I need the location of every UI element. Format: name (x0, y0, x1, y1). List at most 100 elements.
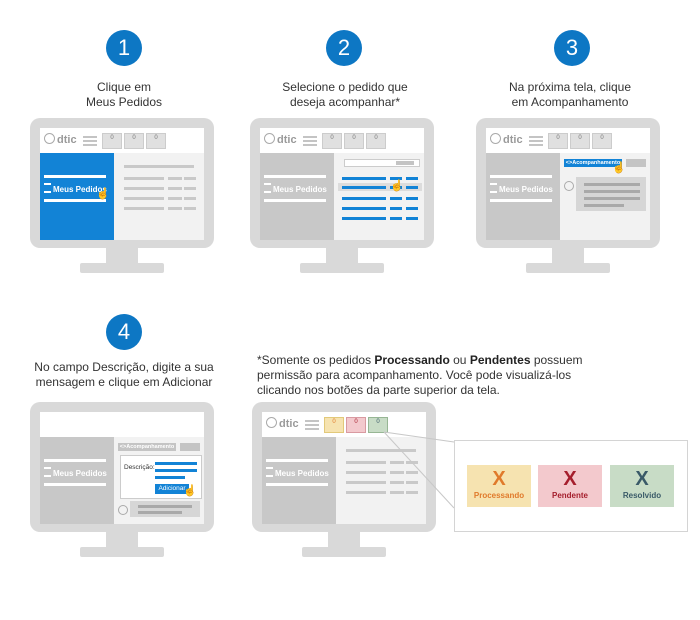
list-row[interactable] (342, 217, 386, 220)
status-label: Pendente (551, 491, 588, 500)
logo-text: dtic (503, 134, 523, 146)
list-row[interactable] (406, 177, 418, 180)
descricao-label: Descrição: (124, 464, 155, 471)
list-row[interactable] (342, 186, 386, 189)
main-panel: <>Acompanhamento Descrição: Adicionar ☝ (114, 437, 204, 524)
list-row (124, 197, 164, 200)
message-line (138, 505, 192, 508)
note-text: possuem (530, 353, 583, 367)
list-row (390, 471, 404, 474)
counter-button[interactable]: 0 (146, 133, 166, 149)
list-row (346, 471, 386, 474)
status-label: Processando (473, 491, 525, 500)
menu-icon[interactable] (83, 136, 97, 148)
pendente-counter-button[interactable]: 0 (346, 417, 366, 433)
sidebar-item-meus-pedidos[interactable]: Meus Pedidos (490, 183, 553, 194)
monitor-screen: dtic 0 0 0 Meus Pedidos (262, 412, 426, 524)
toolbar-gray-button[interactable] (180, 443, 200, 451)
text-line (155, 462, 197, 465)
list-row[interactable] (390, 186, 402, 189)
dtic-logo: dtic (266, 417, 299, 430)
counter-button[interactable]: 0 (548, 133, 568, 149)
toolbar-gray-button[interactable] (626, 159, 646, 167)
sidebar-item-meus-pedidos[interactable]: Meus Pedidos (264, 183, 327, 194)
monitor-step-3: dtic 0 0 0 Meus Pedidos <>Acompanhamento… (476, 118, 660, 276)
list-row[interactable] (342, 177, 386, 180)
list-row[interactable] (390, 177, 402, 180)
list-row[interactable] (406, 186, 418, 189)
search-button[interactable] (396, 161, 414, 165)
step-2-number: 2 (326, 30, 362, 66)
step-4-caption: No campo Descrição, digite a sua mensage… (24, 360, 224, 390)
list-row (390, 481, 404, 484)
processando-counter-button[interactable]: 0 (324, 417, 344, 433)
counter-button[interactable]: 0 (322, 133, 342, 149)
menu-icon[interactable] (303, 136, 317, 148)
list-row[interactable] (406, 217, 418, 220)
list-row[interactable] (406, 207, 418, 210)
logo-text: dtic (57, 134, 77, 146)
sidebar-item-meus-pedidos[interactable]: Meus Pedidos (44, 183, 107, 194)
menu-icon[interactable] (529, 136, 543, 148)
sidebar-line (44, 459, 106, 462)
list-icon (266, 467, 273, 477)
list-row (406, 491, 418, 494)
sidebar-item-meus-pedidos[interactable]: Meus Pedidos (266, 467, 329, 478)
list-row[interactable] (342, 207, 386, 210)
list-row (346, 461, 386, 464)
list-row[interactable] (390, 207, 402, 210)
monitor-screen: dtic 0 0 0 Meus Pedidos ☝ (40, 128, 204, 240)
menu-icon[interactable] (305, 420, 319, 432)
adicionar-button[interactable]: Adicionar (155, 484, 189, 494)
monitor-neck (106, 248, 138, 264)
message-box (576, 177, 646, 211)
list-row[interactable] (390, 197, 402, 200)
status-resolvido[interactable]: X Resolvido (610, 465, 674, 507)
step-3-number: 3 (554, 30, 590, 66)
list-row[interactable] (342, 197, 386, 200)
caption-line: Meus Pedidos (85, 95, 163, 109)
sidebar-item-label: Meus Pedidos (53, 469, 107, 478)
monitor-screen: dtic 0 0 0 Meus Pedidos (260, 128, 424, 240)
caption-line: Clique em (96, 80, 152, 94)
list-row[interactable] (390, 217, 402, 220)
permission-note: *Somente os pedidos Processando ou Pende… (257, 353, 617, 398)
status-processando[interactable]: X Processando (467, 465, 531, 507)
counter-button[interactable]: 0 (102, 133, 122, 149)
sidebar-line (490, 199, 552, 202)
list-row (124, 207, 164, 210)
counter-button[interactable]: 0 (124, 133, 144, 149)
list-row (390, 491, 404, 494)
sidebar-line (266, 483, 328, 486)
list-row (184, 187, 196, 190)
sidebar-line (44, 199, 106, 202)
list-row (124, 165, 194, 168)
x-mark-icon: X (635, 468, 649, 490)
counter-button[interactable]: 0 (592, 133, 612, 149)
step-2-caption: Selecione o pedido que deseja acompanhar… (255, 80, 435, 110)
caption-line: em Acompanhamento (511, 95, 629, 109)
x-mark-icon: X (563, 468, 577, 490)
list-icon (490, 183, 497, 193)
note-line-3: clicando nos botões da parte superior da… (257, 383, 500, 397)
list-row (406, 481, 418, 484)
counter-button[interactable]: 0 (366, 133, 386, 149)
list-row[interactable] (406, 197, 418, 200)
status-pendente[interactable]: X Pendente (538, 465, 602, 507)
monitor-base (300, 263, 384, 273)
caption-line: deseja acompanhar* (289, 95, 401, 109)
acompanhamento-button[interactable]: <>Acompanhamento (564, 159, 622, 167)
user-avatar-icon (118, 505, 128, 515)
search-box[interactable] (344, 159, 420, 167)
acompanhamento-button[interactable]: <>Acompanhamento (118, 443, 176, 451)
resolvido-counter-button[interactable]: 0 (368, 417, 388, 433)
main-panel: ☝ (334, 153, 424, 240)
sidebar-line (266, 459, 328, 462)
sidebar-item-meus-pedidos[interactable]: Meus Pedidos (44, 467, 107, 478)
sidebar-line (44, 175, 106, 178)
hand-cursor-icon: ☝ (390, 180, 404, 192)
counter-button[interactable]: 0 (570, 133, 590, 149)
caption-line: No campo Descrição, digite a sua (34, 360, 214, 374)
list-icon (44, 183, 51, 193)
counter-button[interactable]: 0 (344, 133, 364, 149)
